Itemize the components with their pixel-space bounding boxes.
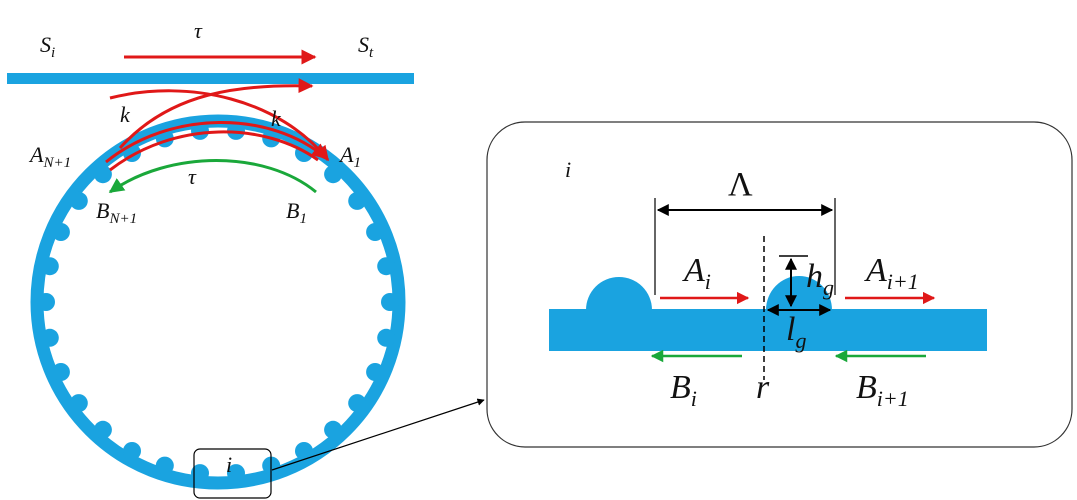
bus-transmission-label: τ [194, 18, 203, 43]
coupling-arrow-in [109, 89, 330, 162]
bus-waveguide [7, 73, 414, 84]
input-port-label: Si [40, 32, 55, 61]
inset-index-label: i [565, 157, 571, 182]
ring-backward-arrow [108, 159, 317, 194]
ring-grating-tooth [348, 394, 367, 413]
inset-grating-tooth-left [586, 277, 652, 310]
period-label: Λ [728, 166, 753, 203]
ring-grating-tooth [227, 464, 245, 483]
ring-grating-tooth [324, 165, 343, 184]
ring-grating-tooth [51, 363, 70, 381]
ring-grating-tooth [377, 257, 396, 276]
forward-in-label: Ai [682, 252, 711, 294]
reflection-label: r [756, 369, 770, 406]
backward-start-label: B1 [286, 198, 307, 227]
ring-grating-tooth [324, 420, 343, 439]
ring-grating-tooth [381, 293, 399, 311]
zoom-pointer-arrow [271, 398, 485, 471]
ring-grating-tooth [93, 165, 112, 184]
ring-grating-tooth [69, 394, 88, 413]
ring-grating-tooth [69, 191, 88, 210]
grating-index-label: i [226, 452, 232, 477]
ring-transmission-label: τ [188, 164, 197, 189]
ring-grating-teeth [37, 121, 399, 483]
ring-grating-tooth [366, 223, 385, 241]
ring-grating-tooth [191, 464, 209, 483]
ring-grating-tooth [40, 257, 59, 276]
forward-end-label: A1 [338, 142, 361, 171]
length-label: lg [786, 311, 806, 353]
backward-in-label: Bi+1 [856, 369, 909, 411]
through-port-label: St [358, 32, 374, 61]
ring-grating-tooth [40, 328, 59, 347]
backward-end-label: BN+1 [96, 198, 137, 227]
ring-grating-tooth [348, 191, 367, 210]
height-label: hg [806, 258, 834, 300]
ring-grating-tooth [51, 223, 70, 241]
ring-grating-tooth [37, 293, 55, 311]
ring-grating-tooth [295, 442, 313, 460]
coupling-label-right: k [271, 106, 282, 131]
ring-resonator [30, 114, 406, 490]
zoom-selection-box [193, 448, 272, 499]
ring-forward-arrow-inner [109, 130, 319, 172]
coupling-arrow-out [118, 78, 314, 149]
ring-grating-tooth [93, 420, 112, 439]
backward-out-label: Bi [670, 369, 697, 411]
ring-grating-tooth [377, 328, 396, 347]
ring-forward-arrow-outer [105, 121, 328, 164]
inset-grating-tooth-right [766, 276, 832, 310]
forward-out-label: Ai+1 [864, 252, 919, 294]
ring-grating-tooth [123, 442, 141, 460]
forward-start-label: AN+1 [28, 142, 71, 171]
ring-grating-tooth [366, 363, 385, 381]
inset-waveguide-slab [549, 309, 987, 351]
ring-grating-tooth [155, 456, 174, 475]
coupling-label-left: k [120, 102, 131, 127]
